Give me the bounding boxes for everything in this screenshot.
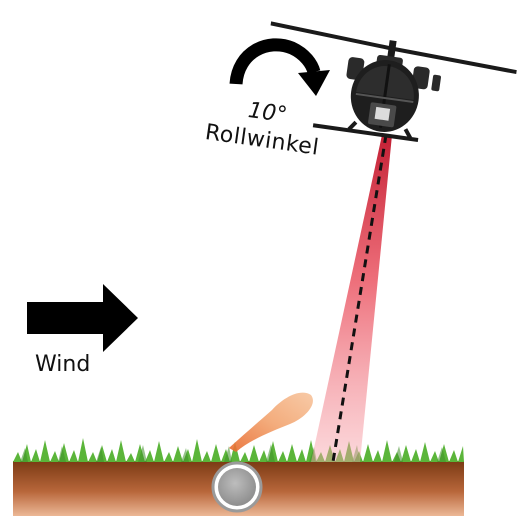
grass-shade bbox=[20, 444, 446, 462]
pipe-core bbox=[218, 468, 256, 506]
helicopter-icon bbox=[270, 21, 517, 143]
laser-beam bbox=[311, 135, 392, 462]
roll-angle-value: 10° bbox=[246, 98, 289, 129]
right-arrow-icon bbox=[27, 284, 138, 352]
gas-plume bbox=[229, 392, 313, 452]
curved-arrow-icon bbox=[229, 38, 330, 96]
wind-label: Wind bbox=[35, 352, 91, 377]
